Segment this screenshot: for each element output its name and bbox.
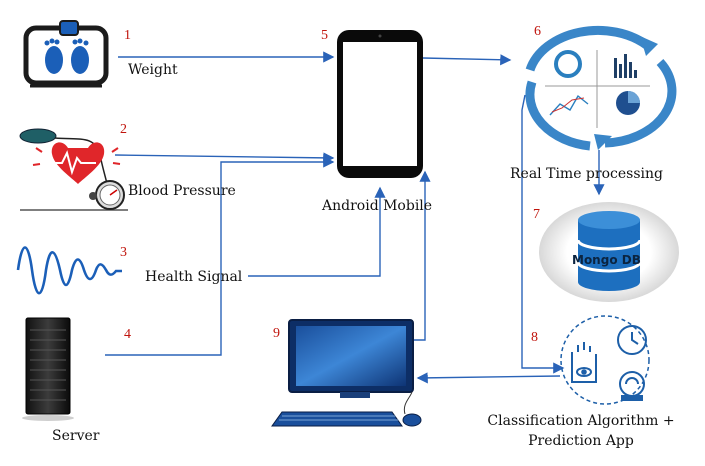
connector-lines [105, 51, 605, 384]
step-number-5: 5 [321, 28, 328, 43]
android-phone-icon [337, 30, 423, 178]
blood-pressure-label: Blood Pressure [128, 183, 236, 199]
step-number-9: 9 [273, 326, 280, 341]
step-number-6: 6 [534, 24, 541, 39]
step-number-7: 7 [533, 207, 540, 222]
desktop-computer-icon [271, 319, 422, 427]
step-number-8: 8 [531, 330, 538, 345]
weighing-scale-icon [23, 20, 109, 88]
arrow-processing-to-classification [521, 94, 565, 374]
weight-label: Weight [128, 62, 178, 78]
health-signal-label: Health Signal [145, 269, 243, 285]
analytics-cycle-icon [525, 25, 677, 151]
arrow-mobile-to-processing [422, 54, 512, 66]
server-label: Server [52, 428, 100, 444]
step-number-2: 2 [120, 122, 127, 137]
arrow-bp-to-mobile [114, 152, 335, 164]
server-tower-icon [22, 317, 74, 421]
arrow-server-to-mobile [105, 156, 335, 356]
real-time-processing-label: Real Time processing [510, 166, 663, 182]
database-cylinder-icon [539, 202, 679, 302]
blood-pressure-monitor-icon [19, 128, 128, 211]
classification-label-line1: Classification Algorithm + [487, 413, 675, 429]
mongo-db-label: Mongo DB [572, 253, 641, 267]
classification-prediction-icon [560, 315, 650, 405]
arrow-computer-to-mobile [412, 170, 431, 341]
step-number-3: 3 [120, 245, 127, 260]
step-number-4: 4 [124, 327, 131, 342]
step-number-1: 1 [124, 28, 131, 43]
classification-label-line2: Prediction App [528, 433, 634, 449]
android-mobile-label: Android Mobile [322, 198, 433, 214]
arrow-signal-to-mobile [248, 186, 386, 277]
damped-wave-signal-icon [16, 246, 122, 295]
arrow-classification-to-computer [416, 372, 561, 384]
